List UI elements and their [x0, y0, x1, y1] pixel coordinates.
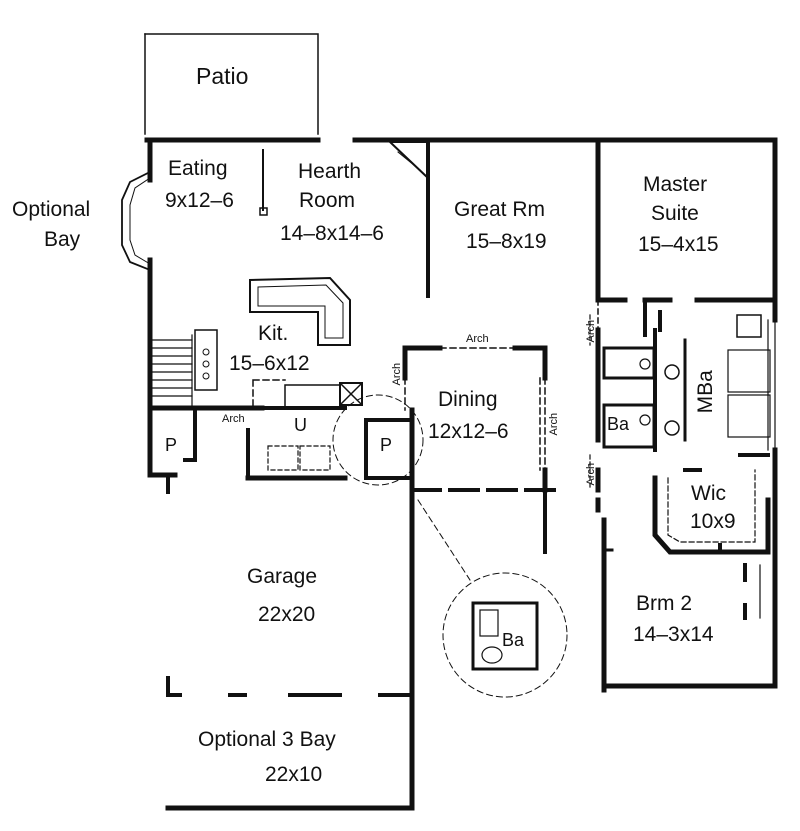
dining-dims: 12x12–6	[428, 420, 509, 443]
optional3-dims: 22x10	[265, 763, 323, 786]
fireplace	[387, 141, 429, 181]
inset-bath-circle	[442, 572, 568, 698]
inset-bath-label: Ba	[502, 630, 525, 650]
great-room-dims: 15–8x19	[466, 230, 547, 253]
patio-outline	[144, 33, 319, 135]
master-name: Master	[643, 173, 708, 196]
garage-name: Garage	[247, 565, 318, 588]
master-bath-label: MBa	[693, 370, 717, 414]
arch-dining-left-label: Arch	[391, 362, 404, 386]
hearth-dims: 14–8x14–6	[280, 222, 384, 245]
wic-name: Wic	[691, 482, 726, 505]
patio-label: Patio	[196, 63, 249, 89]
arch-hall-label: Arch	[585, 462, 598, 486]
kitchen-island	[249, 276, 351, 346]
utility-label: U	[294, 415, 307, 435]
optional-bay	[121, 170, 152, 272]
master-dims: 15–4x15	[638, 233, 719, 256]
wic-walls	[652, 475, 771, 555]
pantry-left-label: P	[165, 435, 178, 455]
arch-master-label: Arch	[585, 319, 598, 343]
arch-dining-right-label: Arch	[548, 412, 561, 436]
wic-dims: 10x9	[690, 510, 736, 533]
arch-kitchen-label: Arch	[222, 413, 245, 425]
kitchen-name: Kit.	[258, 322, 289, 345]
optional-bay-line1: Optional	[12, 198, 91, 221]
hearth-name2: Room	[299, 189, 356, 212]
hearth-name: Hearth	[298, 160, 362, 183]
pantry-right-label: P	[380, 435, 393, 455]
optional-bay-line2: Bay	[44, 228, 81, 251]
dining-name: Dining	[438, 388, 498, 411]
eating-name: Eating	[168, 157, 228, 180]
stairs	[151, 334, 193, 406]
bedroom2-dims: 14–3x14	[633, 623, 714, 646]
master-name2: Suite	[651, 202, 699, 225]
bedroom2-name: Brm 2	[636, 592, 693, 615]
garage-dims: 22x20	[258, 603, 316, 626]
garage-door	[166, 676, 182, 697]
optional3-name: Optional 3 Bay	[198, 728, 336, 751]
arch-dining-top-label: Arch	[466, 333, 489, 345]
great-room-name: Great Rm	[454, 198, 546, 221]
kitchen-dims: 15–6x12	[229, 352, 310, 375]
bath-label: Ba	[607, 414, 630, 434]
eating-dims: 9x12–6	[165, 189, 234, 212]
